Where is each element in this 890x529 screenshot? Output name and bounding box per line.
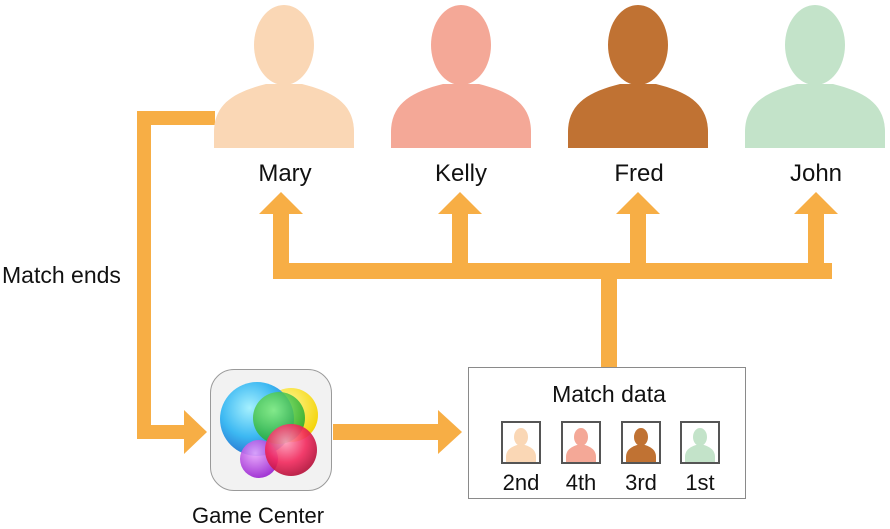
player-silhouettes [214, 5, 885, 148]
rank-label-kelly: 4th [565, 470, 597, 495]
rank-label-mary: 2nd [502, 470, 540, 495]
rank-label-john: 1st [685, 470, 715, 495]
person-silhouette-icon-fred [568, 5, 708, 148]
rank-thumb-fred [621, 421, 661, 464]
game-center-label: Game Center [192, 503, 325, 528]
game-center-to-match-data-arrow [333, 410, 462, 454]
player-name-fred: Fred [614, 160, 664, 187]
rank-thumb-john [680, 421, 720, 464]
rank-thumb-mary [501, 421, 541, 464]
match-ends-label: Match ends [2, 262, 121, 288]
match-ends-arrow [137, 111, 215, 454]
player-name-mary: Mary [258, 160, 312, 187]
distribution-arrows [259, 192, 838, 367]
rank-label-fred: 3rd [625, 470, 657, 495]
person-silhouette-icon-john [745, 5, 885, 148]
rank-thumb-kelly [561, 421, 601, 464]
player-name-john: John [789, 160, 843, 187]
match-data-title: Match data [552, 381, 666, 407]
person-silhouette-icon-mary [214, 5, 354, 148]
player-name-kelly: Kelly [434, 160, 488, 187]
game-center-bubbles-icon [210, 369, 332, 491]
person-silhouette-icon-kelly [391, 5, 531, 148]
